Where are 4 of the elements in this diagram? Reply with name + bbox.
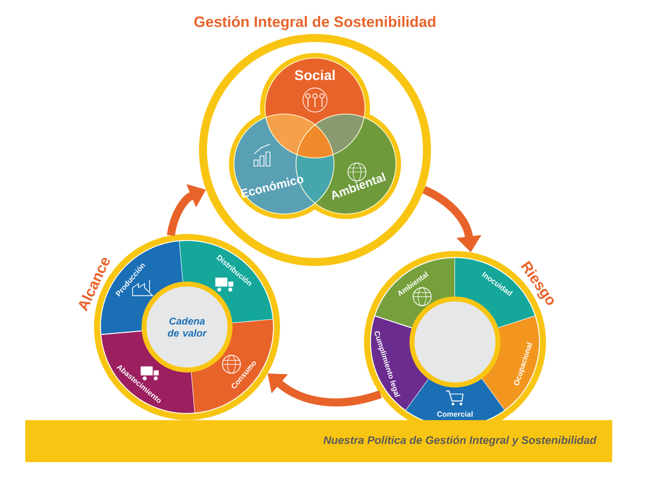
node-label: Gestión Integral de Sostenibilidad <box>194 16 436 30</box>
center-circle <box>410 296 500 388</box>
circle-label: Social <box>294 70 335 80</box>
banner: Nuestra Política de Gestión Integral y Sostenibilidad <box>25 420 612 462</box>
